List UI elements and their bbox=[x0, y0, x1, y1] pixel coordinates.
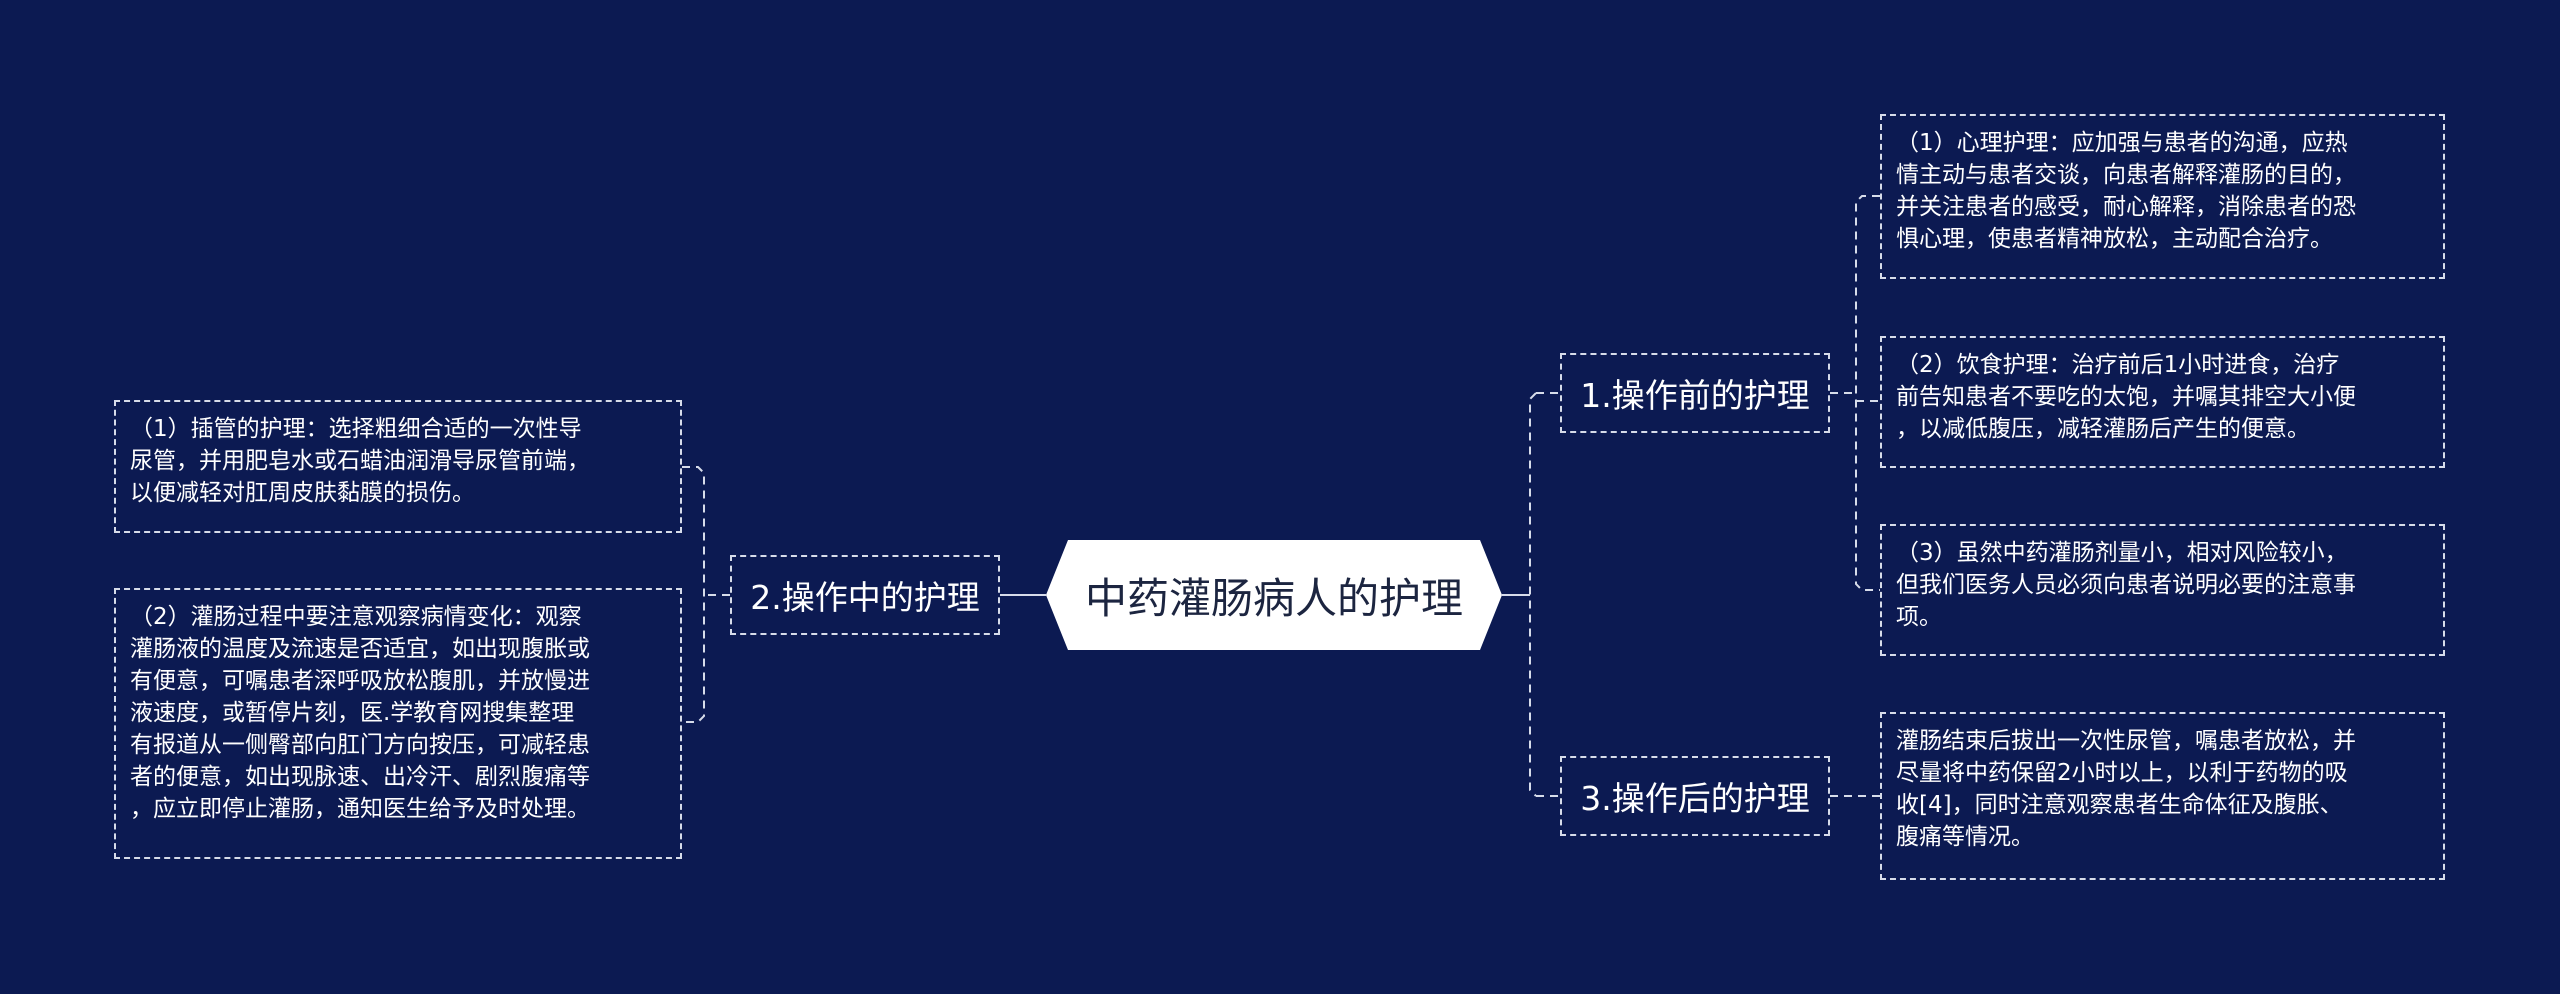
leaf-risk-notice[interactable]: （3）虽然中药灌肠剂量小，相对风险较小， 但我们医务人员必须向患者说明必要的注意… bbox=[1880, 524, 2445, 656]
leaf-psychological-care[interactable]: （1）心理护理：应加强与患者的沟通，应热 情主动与患者交谈，向患者解释灌肠的目的… bbox=[1880, 114, 2445, 279]
branch-node-post-operation[interactable]: 3.操作后的护理 bbox=[1560, 756, 1830, 836]
leaf-catheter-care[interactable]: （1）插管的护理：选择粗细合适的一次性导 尿管，并用肥皂水或石蜡油润滑导尿管前端… bbox=[114, 400, 682, 533]
connector-branch-2-leaves bbox=[682, 466, 705, 723]
branch-node-during-operation[interactable]: 2.操作中的护理 bbox=[730, 555, 1000, 635]
connector-right-trunk bbox=[1529, 392, 1537, 797]
leaf-diet-care[interactable]: （2）饮食护理：治疗前后1小时进食，治疗 前告知患者不要吃的太饱，并嘱其排空大小… bbox=[1880, 336, 2445, 468]
leaf-post-enema-care[interactable]: 灌肠结束后拔出一次性尿管，嘱患者放松，并 尽量将中药保留2小时以上，以利于药物的… bbox=[1880, 712, 2445, 880]
branch-node-pre-operation[interactable]: 1.操作前的护理 bbox=[1560, 353, 1830, 433]
leaf-observe-condition[interactable]: （2）灌肠过程中要注意观察病情变化：观察 灌肠液的温度及流速是否适宜，如出现腹胀… bbox=[114, 588, 682, 859]
root-node[interactable]: 中药灌肠病人的护理 bbox=[1084, 573, 1463, 623]
connector-branch-1-leaves bbox=[1855, 195, 1880, 591]
root-node-shape bbox=[1046, 540, 1502, 650]
